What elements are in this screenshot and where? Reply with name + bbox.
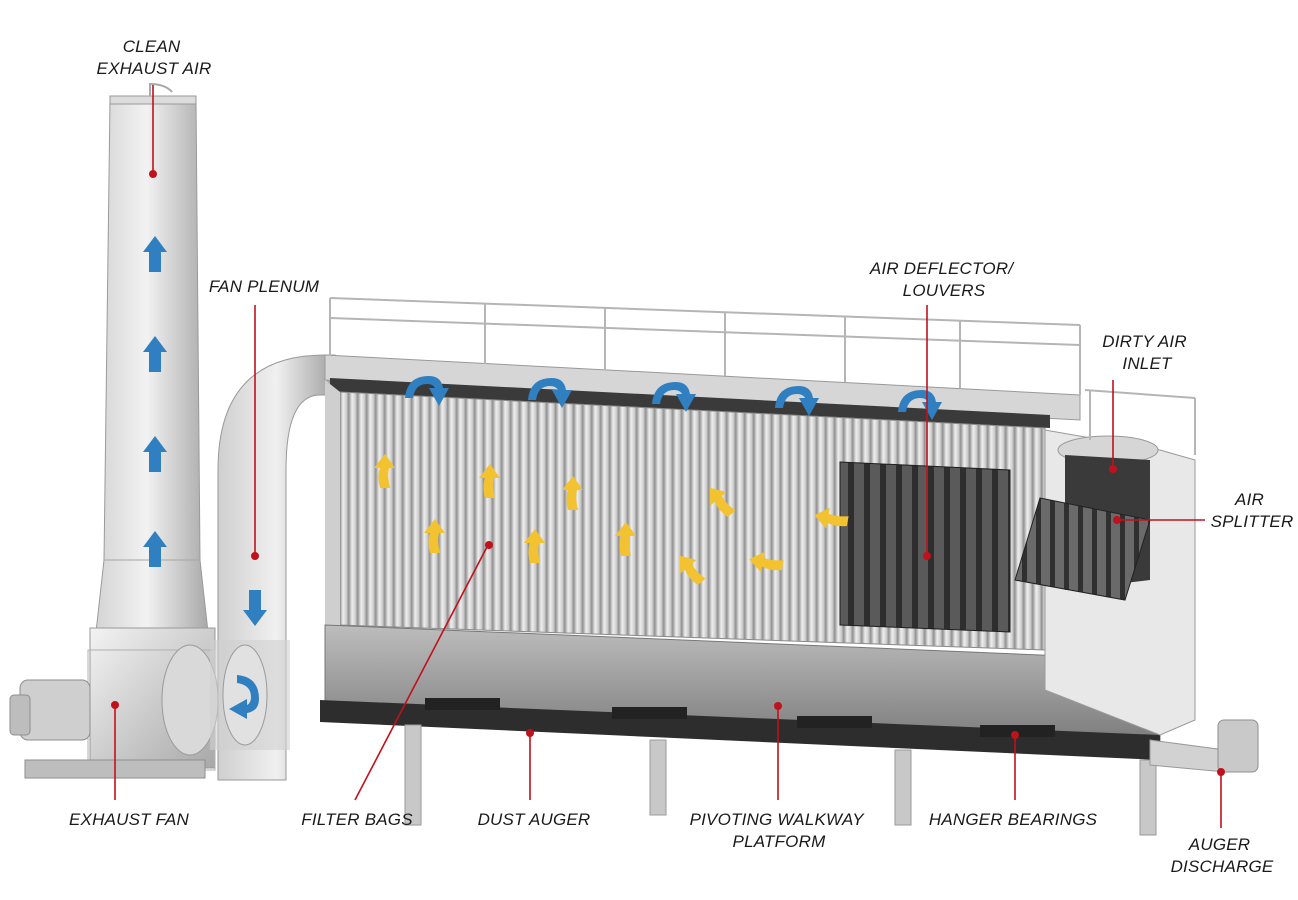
label-clean-exhaust-air: CLEAN EXHAUST AIR [97,37,212,78]
air-deflector-louvers [839,461,1011,633]
label-fan-plenum: FAN PLENUM [209,277,320,296]
callout-labels: CLEAN EXHAUST AIR FAN PLENUM AIR DEFLECT… [69,37,1293,876]
label-exhaust-fan: EXHAUST FAN [69,810,189,829]
label-dirty-air-inlet: DIRTY AIR INLET [1102,332,1192,373]
leader-lines [111,85,1225,828]
roof-railing [329,297,1081,395]
label-air-splitter: AIR SPLITTER [1211,490,1294,531]
label-pivoting-walkway-platform: PIVOTING WALKWAY PLATFORM [690,810,869,851]
label-dust-auger: DUST AUGER [478,810,591,829]
label-filter-bags: FILTER BAGS [301,810,413,829]
exhaust-fan [9,627,219,779]
label-hanger-bearings: HANGER BEARINGS [929,810,1098,829]
label-auger-discharge: AUGER DISCHARGE [1171,835,1274,876]
label-air-deflector-louvers: AIR DEFLECTOR/ LOUVERS [869,259,1018,300]
fan-plenum [210,354,336,781]
